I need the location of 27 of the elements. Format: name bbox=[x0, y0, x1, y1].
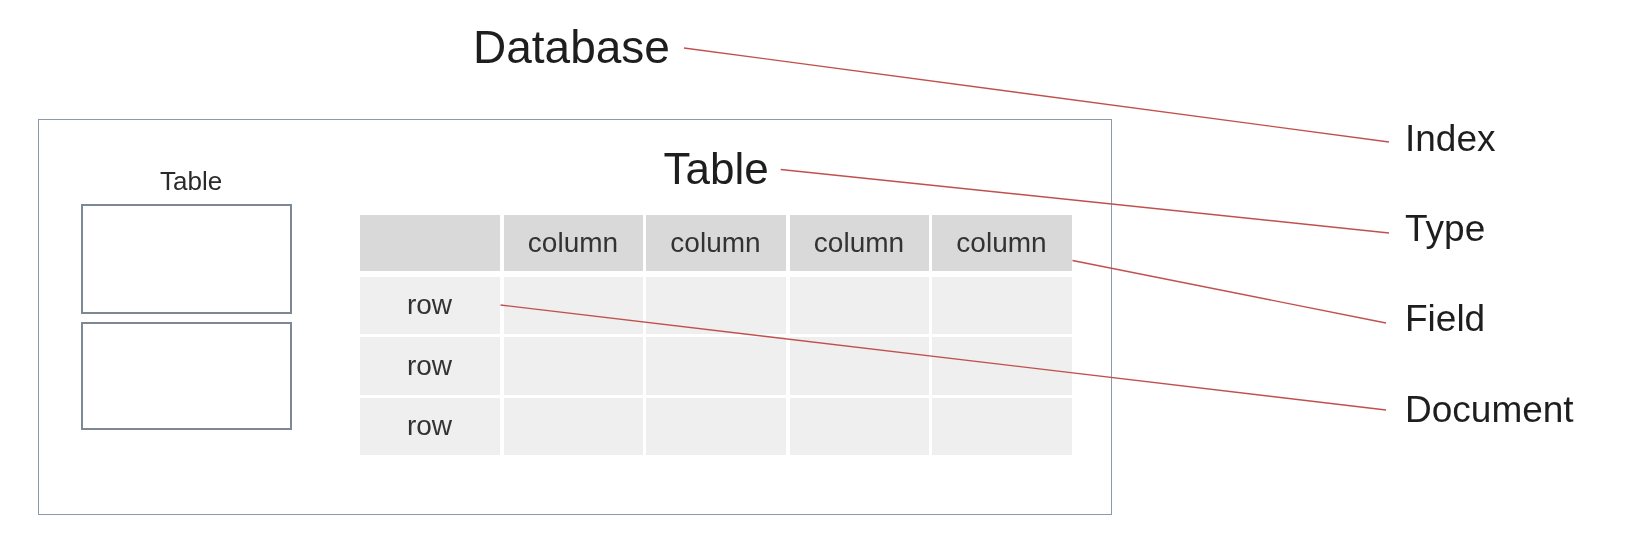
table-cell bbox=[931, 336, 1072, 395]
leader-line bbox=[499, 304, 1387, 411]
container-box bbox=[38, 119, 1112, 515]
column-header-cell: column bbox=[789, 214, 929, 271]
heading-label: Database bbox=[473, 20, 670, 76]
corner-header-cell bbox=[359, 214, 500, 271]
table-cell bbox=[789, 336, 929, 395]
table-cell bbox=[645, 276, 786, 334]
table-cell bbox=[645, 336, 786, 395]
column-header-cell: column bbox=[931, 214, 1072, 271]
row-header-cell: row bbox=[359, 336, 500, 395]
leader-line bbox=[1071, 259, 1387, 324]
empty-box bbox=[80, 203, 292, 314]
callout-label: Document bbox=[1405, 387, 1574, 433]
empty-box bbox=[80, 321, 292, 430]
callout-label: Type bbox=[1405, 206, 1486, 252]
leader-line bbox=[780, 168, 1390, 234]
callout-label: Field bbox=[1405, 296, 1486, 342]
heading-label: Table bbox=[663, 143, 769, 196]
column-header-cell: column bbox=[645, 214, 786, 271]
table-cell bbox=[503, 276, 643, 334]
caption-label: Table bbox=[160, 166, 223, 198]
row-header-cell: row bbox=[359, 397, 500, 455]
row-header-cell: row bbox=[359, 276, 500, 334]
leader-line bbox=[683, 47, 1390, 143]
callout-label: Index bbox=[1405, 116, 1496, 162]
column-header-cell: column bbox=[503, 214, 643, 271]
